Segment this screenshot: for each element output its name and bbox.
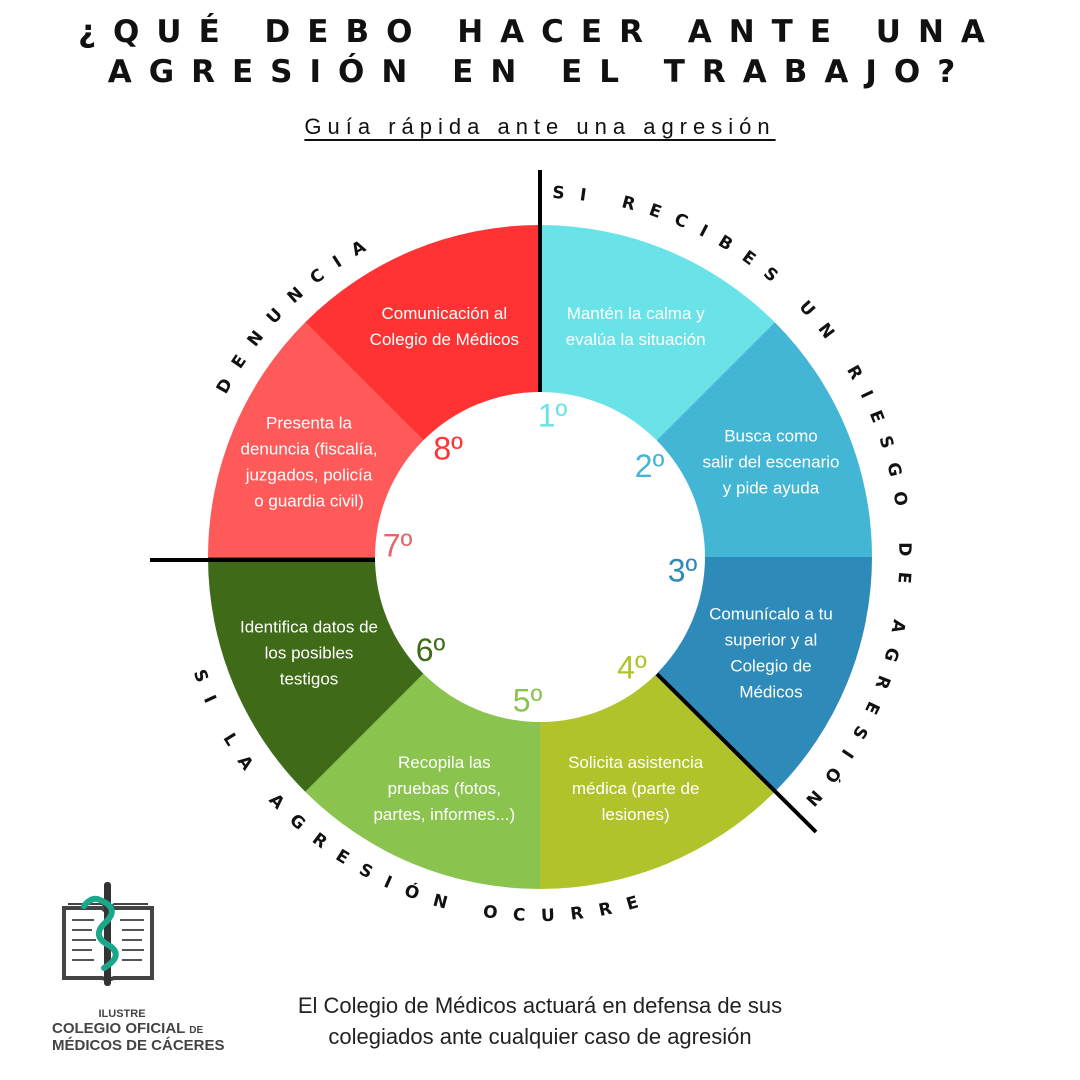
- step-label-line: Presenta la: [266, 413, 353, 432]
- step-label-1: Mantén la calma y evalúa la situación: [566, 304, 706, 349]
- title-line-1: ¿QUÉ DEBO HACER ANTE UNA: [78, 14, 1002, 50]
- logo-line-3: MÉDICOS DE CÁCERES: [52, 1037, 225, 1054]
- step-number-7: 7º: [383, 528, 413, 564]
- step-label-line: testigos: [280, 670, 339, 689]
- step-label-line: Comunicación al: [381, 304, 507, 323]
- step-label-8: Comunicación al Colegio de Médicos: [370, 304, 519, 349]
- step-label-line: Médicos: [739, 683, 802, 702]
- step-label-2: Busca como salir del escenario y pide ayud…: [702, 426, 839, 497]
- step-label-line: salir del escenario: [702, 452, 839, 471]
- step-number-8: 8º: [433, 430, 463, 466]
- title-line-2: AGRESIÓN EN EL TRABAJO?: [107, 54, 973, 90]
- step-label-line: Solicita asistencia: [568, 753, 704, 772]
- step-label-line: Mantén la calma y: [567, 304, 705, 323]
- step-label-line: evalúa la situación: [566, 330, 706, 349]
- step-label-line: Busca como: [724, 426, 818, 445]
- step-label-line: juzgados, policía: [245, 465, 373, 484]
- step-label-5: Recopila las pruebas (fotos, partes, infor…: [373, 753, 515, 824]
- step-number-4: 4º: [617, 650, 647, 686]
- step-label-4: Solicita asistencia médica (parte de lesio…: [568, 753, 704, 824]
- step-label-line: lesiones): [602, 805, 670, 824]
- logo-line-2: COLEGIO OFICIAL: [52, 1020, 186, 1037]
- step-label-line: Colegio de: [730, 657, 811, 676]
- step-label-line: pruebas (fotos,: [388, 779, 501, 798]
- step-label-line: los posibles: [265, 644, 354, 663]
- logo-line-1: ILUSTRE: [98, 1008, 146, 1020]
- logo-line-2-small: DE: [189, 1025, 204, 1036]
- step-label-line: Recopila las: [398, 753, 491, 772]
- step-number-5: 5º: [513, 682, 543, 718]
- step-label-line: médica (parte de: [572, 779, 700, 798]
- step-label-line: partes, informes...): [373, 805, 515, 824]
- step-label-line: Comunícalo a tu: [709, 605, 833, 624]
- divider-diagonal: [655, 672, 818, 834]
- step-label-line: denuncia (fiscalía,: [241, 439, 378, 458]
- step-number-1: 1º: [538, 398, 568, 434]
- step-label-line: o guardia civil): [254, 491, 364, 510]
- footer-line-2: colegiados ante cualquier caso de agresi…: [328, 1024, 752, 1049]
- logo-text: ILUSTRE COLEGIO OFICIAL DE MÉDICOS DE CÁ…: [52, 1008, 225, 1054]
- subtitle-text: Guía rápida ante una agresión: [304, 114, 776, 139]
- center-circle: [375, 392, 705, 722]
- step-number-3: 3º: [668, 552, 698, 588]
- footer-line-1: El Colegio de Médicos actuará en defensa…: [297, 993, 783, 1018]
- step-label-line: superior y al: [725, 631, 818, 650]
- step-number-2: 2º: [635, 448, 665, 484]
- subtitle: Guía rápida ante una agresión: [0, 114, 1080, 140]
- step-label-line: y pide ayuda: [723, 478, 820, 497]
- step-number-6: 6º: [416, 632, 446, 668]
- step-label-6: Identifica datos de los posibles testigos: [240, 618, 378, 689]
- step-label-3: Comunícalo a tu superior y al Colegio de Mé…: [709, 605, 833, 702]
- step-label-7: Presenta la denuncia (fiscalía, juzgados, …: [241, 413, 378, 510]
- footer-message: El Colegio de Médicos actuará en defensa…: [250, 990, 830, 1052]
- step-label-line: Colegio de Médicos: [370, 330, 519, 349]
- logo-book-snake-icon: [62, 882, 154, 986]
- step-label-line: Identifica datos de: [240, 618, 378, 637]
